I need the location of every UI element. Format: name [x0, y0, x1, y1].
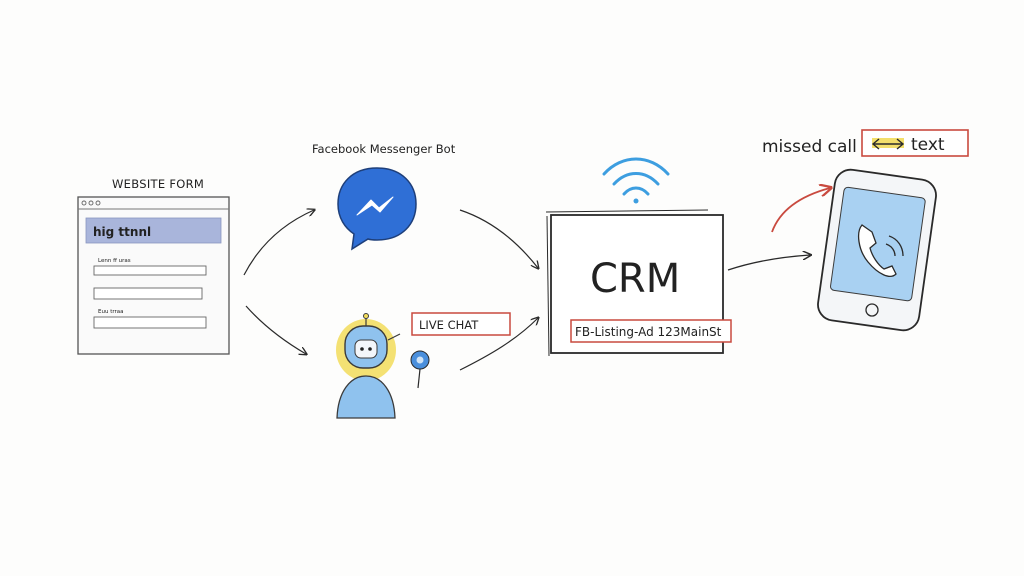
missed-call-label: missed call: [762, 137, 857, 157]
phone-home-button: [865, 303, 879, 317]
arrow-livechat-to-crm: [459, 318, 538, 371]
live-chat-label-box[interactable]: [411, 312, 511, 336]
arrow-form-to-messenger: [243, 210, 314, 276]
missed-call-text-back: missed call text: [762, 129, 969, 157]
chat-bubble-icon: [410, 350, 430, 389]
form-field-label-1: Lenn ff uras: [98, 258, 131, 264]
arrow-red-curve: [771, 188, 830, 233]
highlight-bar: [872, 138, 904, 148]
robot-icon: [336, 313, 401, 419]
smartphone: [817, 168, 937, 332]
form-field-label-2: Euu trraa: [98, 309, 124, 315]
window-control-dots: [81, 200, 101, 206]
messenger-bolt-icon: [356, 196, 394, 216]
live-chat-label: LIVE CHAT: [419, 318, 479, 332]
crm-title: CRM: [590, 256, 680, 302]
crm-tag: FB-Listing-Ad 123MainSt: [575, 325, 722, 339]
arrow-messenger-to-crm: [459, 209, 538, 268]
form-input-3[interactable]: [93, 316, 207, 329]
website-form-title: WEBSITE FORM: [112, 177, 204, 191]
website-form: WEBSITE FORM hig ttnnl Lenn ff uras Euu …: [77, 177, 230, 355]
phone-screen: [830, 186, 926, 302]
double-arrow-icon: [871, 138, 905, 150]
form-header-text: hig ttnnl: [93, 225, 151, 239]
crm: CRM FB-Listing-Ad 123MainSt: [545, 157, 732, 357]
text-label: text: [911, 135, 945, 155]
live-chat-bot: LIVE CHAT: [336, 312, 511, 419]
messenger-bot: Facebook Messenger Bot: [312, 142, 456, 251]
phone-call-icon: [857, 224, 904, 277]
crm-tag-box: [570, 319, 732, 343]
form-header-bar: [85, 217, 222, 244]
wifi-icon: [602, 157, 670, 204]
form-input-1[interactable]: [93, 265, 207, 276]
form-input-2[interactable]: [93, 287, 203, 300]
arrow-crm-to-phone: [727, 255, 810, 271]
messenger-title: Facebook Messenger Bot: [312, 142, 456, 156]
arrow-form-to-livechat: [245, 305, 306, 354]
